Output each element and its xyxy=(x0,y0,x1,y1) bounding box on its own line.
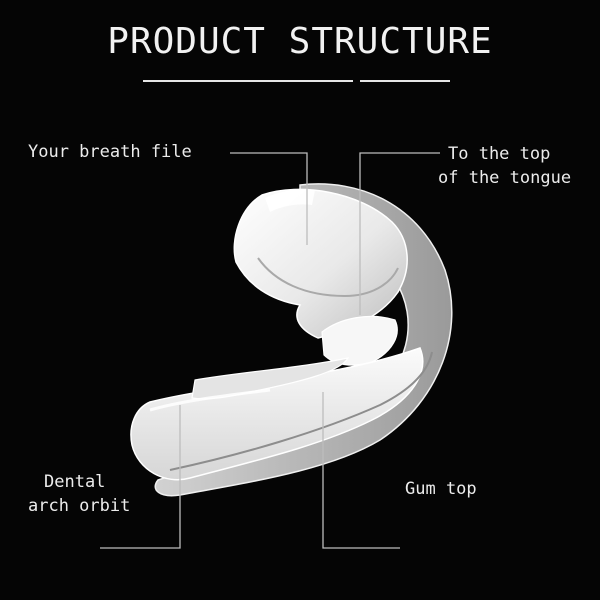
mouthguard-body xyxy=(130,183,453,497)
leader-dental-arch xyxy=(100,405,181,549)
page-title: PRODUCT STRUCTURE xyxy=(107,21,493,62)
lower-tray-ridge xyxy=(169,351,433,471)
label-tongue-top-line2: of the tongue xyxy=(438,168,572,188)
title-underline-right xyxy=(360,80,450,82)
label-gum-top: Gum top xyxy=(405,479,477,499)
leader-tongue-top xyxy=(359,152,440,315)
upper-tray-tip xyxy=(265,189,315,212)
leader-lines xyxy=(100,152,440,549)
lower-tray-highlight xyxy=(149,388,271,412)
label-tongue-top-line1: To the top xyxy=(448,144,551,164)
label-dental-arch-line1: Dental xyxy=(44,472,106,492)
leader-gum-top xyxy=(322,392,400,549)
upper-tray-inner-groove xyxy=(257,257,399,298)
leader-breath-file xyxy=(230,152,308,245)
label-dental-arch-line2: arch orbit xyxy=(28,496,131,516)
title-underline-left xyxy=(143,80,353,82)
label-breath-file: Your breath file xyxy=(28,142,192,162)
